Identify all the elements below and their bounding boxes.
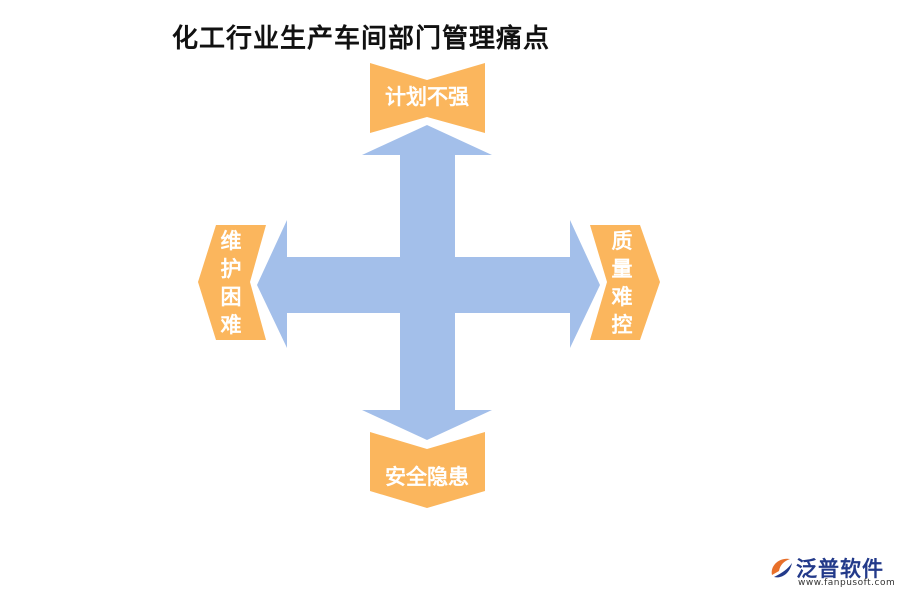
top-pain-label: 计划不强 bbox=[385, 85, 469, 109]
left-pain-box bbox=[198, 225, 266, 340]
logo-url: www.fanpusoft.com bbox=[798, 578, 896, 588]
four-way-arrow bbox=[257, 125, 600, 440]
fanpu-logo-icon bbox=[771, 558, 792, 578]
fanpu-logo: 泛普软件 www.fanpusoft.com bbox=[768, 553, 896, 591]
right-pain-box bbox=[590, 225, 660, 340]
left-pain-label: 维护困难 bbox=[220, 229, 242, 337]
diagram-title: 化工行业生产车间部门管理痛点 bbox=[172, 24, 551, 54]
logo-name: 泛普软件 bbox=[796, 557, 884, 581]
bottom-pain-label: 安全隐患 bbox=[385, 465, 469, 489]
right-pain-label: 质量难控 bbox=[611, 229, 633, 337]
bottom-pain-box bbox=[370, 432, 485, 508]
top-pain-box bbox=[370, 63, 485, 133]
